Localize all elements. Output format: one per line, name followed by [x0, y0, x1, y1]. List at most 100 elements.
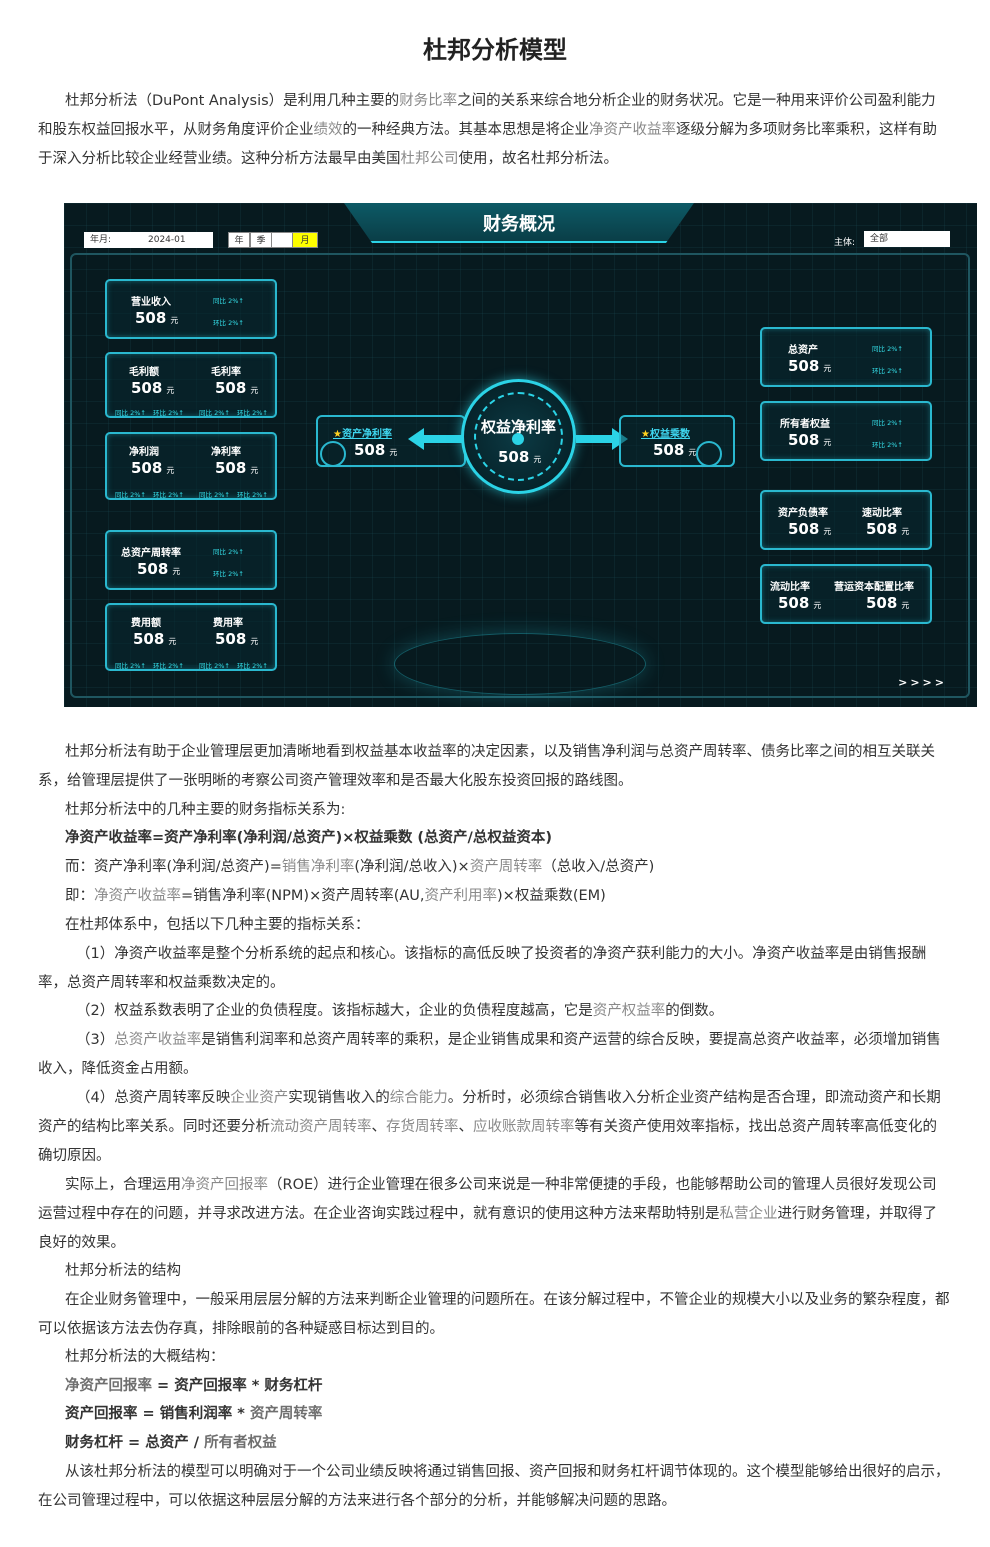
link-current-asset-turnover[interactable]: 流动资产周转率: [270, 1119, 372, 1135]
card-label: 速动比率: [862, 508, 902, 519]
value-unit: 元: [170, 316, 179, 325]
link-return-on-net-assets[interactable]: 净资产回报率: [65, 1378, 152, 1394]
ring-decoration: [320, 441, 346, 467]
intro-text: 使用，故名杜邦分析法。: [458, 151, 619, 167]
equity-multiplier-label: 权益乘数: [649, 429, 690, 440]
card-label: 流动比率: [770, 582, 810, 593]
item-2: （2）权益系数表明了企业的负债程度。该指标越大，企业的负债程度越高，它是资产权益…: [38, 997, 950, 1026]
period-year-button[interactable]: 年: [228, 232, 250, 248]
card-label: 毛利率: [211, 367, 241, 378]
link-asset-utilization[interactable]: 资产利用率: [424, 888, 498, 904]
link-asset-turnover[interactable]: 资产周转率: [249, 1406, 323, 1422]
period-quarter-button[interactable]: 季: [250, 232, 272, 248]
item-text: （4）总资产周转率反映: [76, 1090, 231, 1106]
value-unit: 元: [250, 386, 259, 395]
paragraph-text: 进行财务管理，并取得了良好的效果。: [38, 1206, 937, 1251]
link-asset-turnover[interactable]: 资产周转率: [469, 859, 543, 875]
link-dupont-company[interactable]: 杜邦公司: [400, 151, 459, 167]
link-owner-equity[interactable]: 所有者权益: [204, 1435, 277, 1451]
link-private-enterprise[interactable]: 私营企业: [719, 1206, 778, 1222]
link-equity-ratio[interactable]: 资产权益率: [592, 1003, 666, 1019]
formula-asset-net-profit: 而：资产净利率(净利润/总资产)=销售净利率(净利润/总收入)×资产周转率（总收…: [38, 853, 950, 882]
value-number: 508: [788, 520, 820, 538]
item-text: 实现销售收入的: [288, 1090, 390, 1106]
mom-text: 环比 2%↑: [153, 662, 184, 670]
value-number: 508: [131, 379, 163, 397]
mom-text: 环比 2%↑: [213, 319, 244, 327]
item-text: 等有关资产使用效率指标，找出总资产周转率高低变化的确切原因。: [38, 1119, 937, 1164]
yoy-text: 同比 2%↑: [199, 491, 230, 499]
value-number: 508: [215, 459, 247, 477]
value-number: 508: [866, 520, 898, 538]
link-asset-net-profit[interactable]: ★资产净利率: [333, 425, 392, 440]
mom-text: 环比 2%↑: [872, 367, 903, 375]
link-financial-ratio[interactable]: 财务比率: [399, 93, 458, 109]
value-unit: 元: [166, 466, 175, 475]
period-month-button[interactable]: 月: [292, 232, 318, 248]
arrow-left-shaft: [424, 435, 462, 443]
subject-label: 主体:: [834, 238, 856, 248]
value-number: 508: [215, 630, 247, 648]
value-number: 508: [131, 459, 163, 477]
value-unit: 元: [901, 601, 910, 610]
value-unit: 元: [250, 466, 259, 475]
star-icon: ★: [641, 429, 650, 440]
mom-text: 环比 2%↑: [237, 662, 268, 670]
intro-text: 之间的关系来综合地分析企业的财务状况。它是一种用来评价公司盈利能力和股东权益回报…: [38, 93, 936, 138]
chevrons-right-icon[interactable]: >>>>: [898, 676, 947, 689]
card-label: 净利润: [129, 447, 159, 458]
yoy-text: 同比 2%↑: [199, 409, 230, 417]
formula-text: = 资产回报率 * 财务杠杆: [152, 1378, 323, 1394]
value-unit: 元: [823, 438, 832, 447]
card-label: 营运资本配置比率: [834, 582, 914, 593]
value-unit: 元: [250, 637, 259, 646]
item-text: 。分析时，必须综合销售收入分析企业资产结构是否合理，即流动资产和长期资产的结构比…: [38, 1090, 941, 1135]
ring-decoration: [696, 441, 722, 467]
formula-text: 而：资产净利率(净利润/总资产)=: [65, 859, 282, 875]
value-unit: 元: [166, 386, 175, 395]
link-performance[interactable]: 绩效: [313, 122, 343, 138]
year-month-input[interactable]: 2024-01: [118, 232, 213, 248]
card-label: 资产负债率: [778, 508, 828, 519]
card-label: 所有者权益: [780, 419, 830, 430]
link-comprehensive-ability[interactable]: 综合能力: [389, 1090, 448, 1106]
mom-text: 环比 2%↑: [872, 441, 903, 449]
mom-text: 环比 2%↑: [153, 491, 184, 499]
value-number: 508: [498, 448, 530, 466]
yoy-text: 同比 2%↑: [213, 297, 244, 305]
link-enterprise-assets[interactable]: 企业资产: [230, 1090, 289, 1106]
link-roe[interactable]: 净资产收益率: [589, 122, 676, 138]
value-unit: 元: [172, 567, 181, 576]
link-inventory-turnover[interactable]: 存货周转率: [386, 1119, 459, 1135]
card-label: 毛利额: [129, 367, 159, 378]
link-return-on-net-assets[interactable]: 净资产回报率: [181, 1177, 268, 1193]
mom-text: 环比 2%↑: [237, 409, 268, 417]
link-roe[interactable]: 净资产收益率: [94, 888, 181, 904]
subject-select[interactable]: 全部: [864, 231, 950, 247]
item-text: 是销售利润率和总资产周转率的乘积，是企业销售成果和资产运营的综合反映，要提高总资…: [38, 1032, 941, 1077]
value-number: 508: [137, 560, 169, 578]
card-label: 总资产周转率: [121, 548, 181, 559]
link-equity-multiplier[interactable]: ★权益乘数: [641, 425, 690, 440]
link-receivables-turnover[interactable]: 应收账款周转率: [473, 1119, 575, 1135]
link-sales-net-margin[interactable]: 销售净利率: [281, 859, 355, 875]
period-spacer: [272, 232, 292, 248]
link-total-asset-return[interactable]: 总资产收益率: [114, 1032, 202, 1048]
